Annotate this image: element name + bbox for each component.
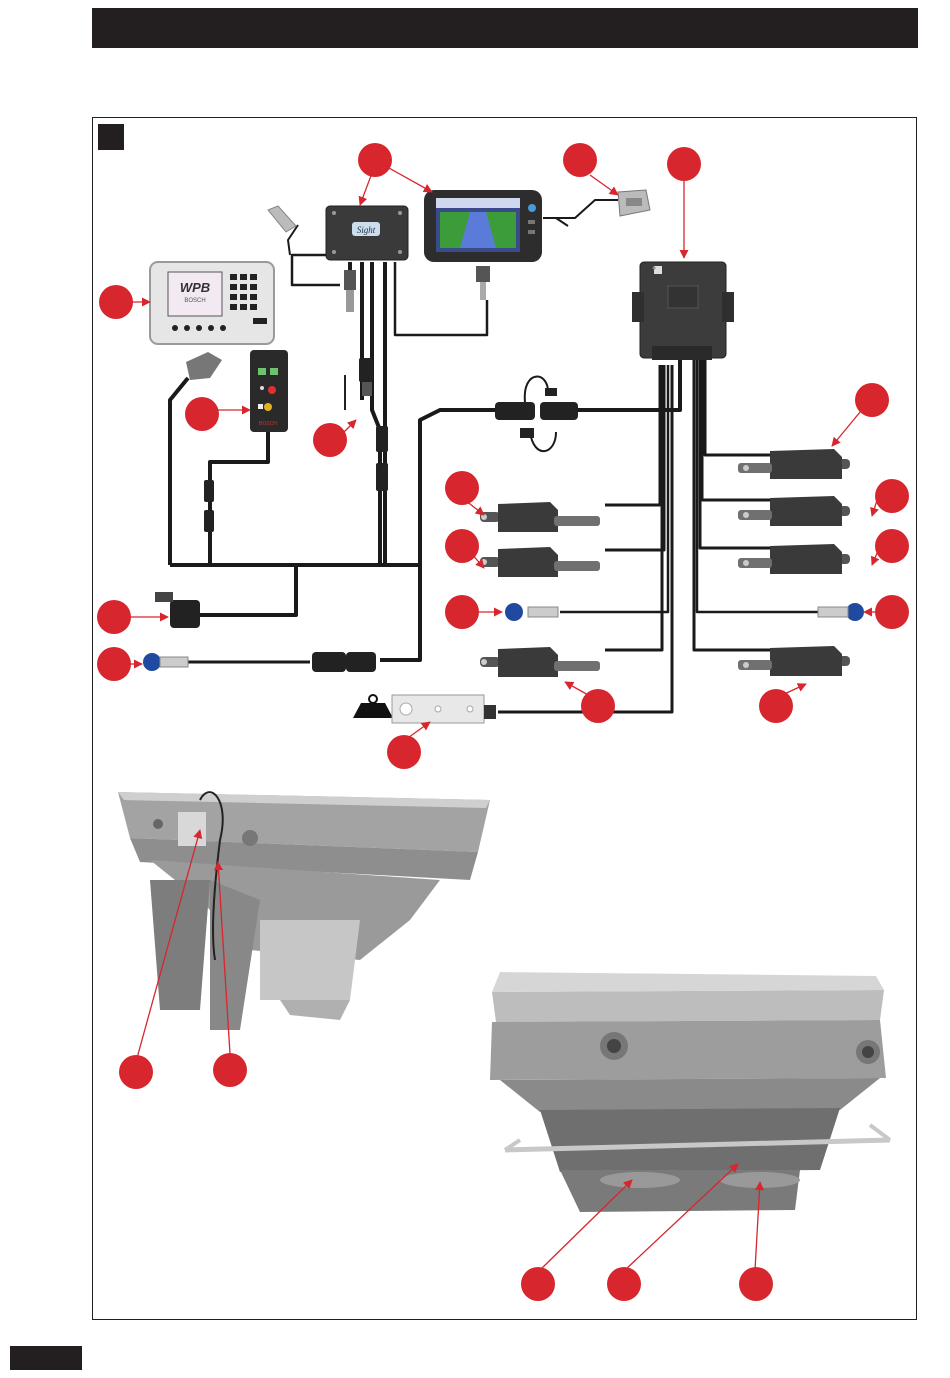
- ecu-module: [632, 262, 734, 360]
- callout-12: [445, 595, 479, 629]
- terminal-plug: [186, 352, 222, 380]
- gps-display: [424, 190, 542, 262]
- terminal-cable: [170, 378, 188, 565]
- load-cell: [392, 695, 496, 723]
- callout-11: [875, 529, 909, 563]
- callout-9: [875, 479, 909, 513]
- callout-10: [445, 529, 479, 563]
- remote-control: BOSCH: [250, 350, 288, 432]
- callout-4: [99, 285, 133, 319]
- callout-2: [563, 143, 597, 177]
- callout-23: [739, 1267, 773, 1301]
- callout-3: [667, 147, 701, 181]
- gps-receiver: [618, 190, 650, 216]
- callout-22: [607, 1267, 641, 1301]
- terminal-brand: WPB: [180, 280, 210, 295]
- spreader-photo-upper: [118, 792, 490, 1030]
- callout-5: [185, 397, 219, 431]
- terminal-maker: BOSCH: [184, 298, 205, 304]
- callout-18: [387, 735, 421, 769]
- callout-1: [358, 143, 392, 177]
- callout-19: [119, 1055, 153, 1089]
- callout-13: [875, 595, 909, 629]
- control-terminal: WPB BOSCH: [150, 262, 274, 344]
- callout-17: [759, 689, 793, 723]
- remote-cable: [210, 430, 268, 565]
- remote-maker: BOSCH: [259, 421, 277, 427]
- callout-8: [445, 471, 479, 505]
- weight-icon: [353, 695, 393, 718]
- callout-14: [97, 600, 131, 634]
- control-box-logo: Sight: [357, 225, 376, 235]
- spreader-photo-lower: [490, 972, 890, 1212]
- callout-21: [521, 1267, 555, 1301]
- callout-15: [97, 647, 131, 681]
- control-box: Sight: [326, 206, 408, 260]
- callout-7: [855, 383, 889, 417]
- callout-20: [213, 1053, 247, 1087]
- callout-16: [581, 689, 615, 723]
- callout-6: [313, 423, 347, 457]
